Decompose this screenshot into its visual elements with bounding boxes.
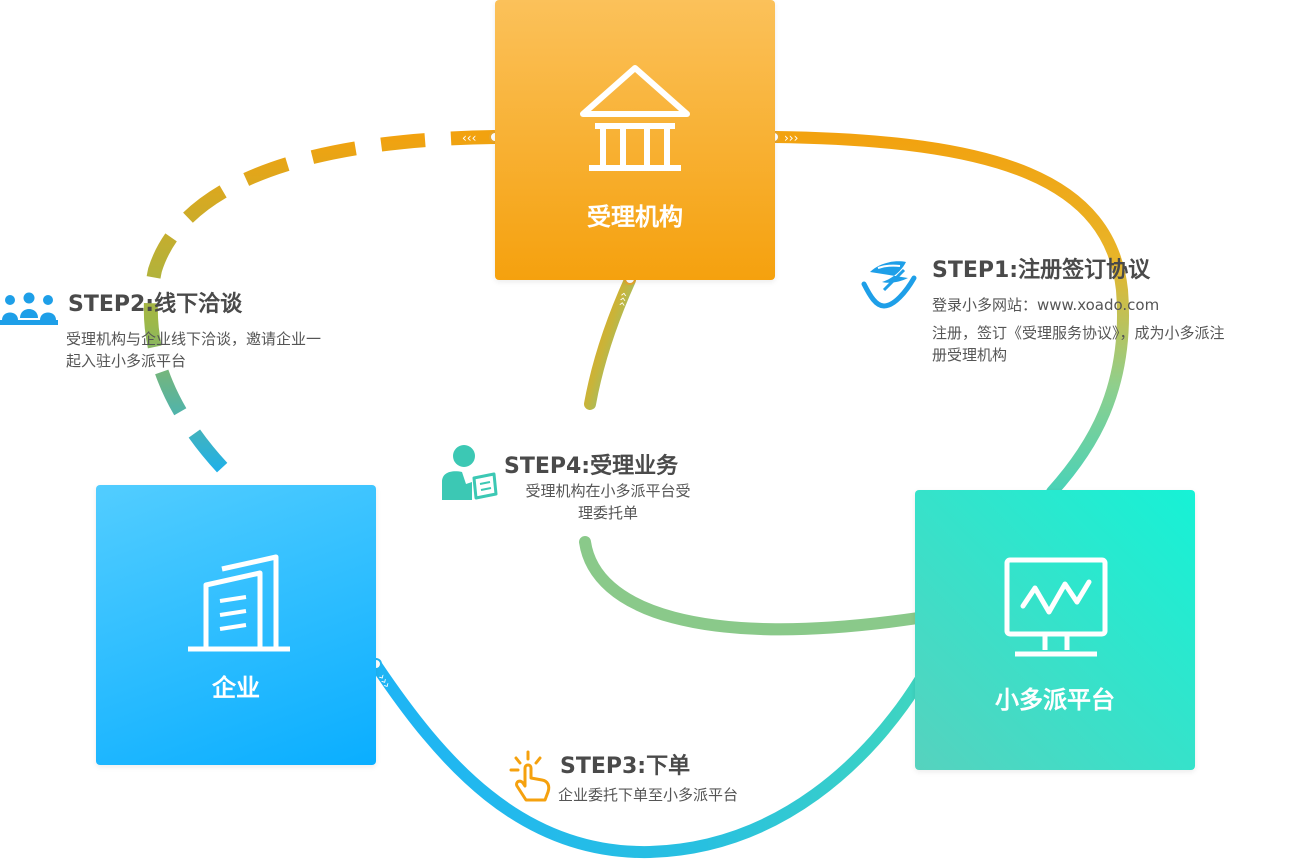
node-enterprise-label: 企业 — [212, 674, 260, 702]
step2-title: STEP2:线下洽谈 — [68, 292, 243, 317]
click-hand-icon — [509, 750, 551, 802]
step3-line: 企业委托下单至小多派平台 — [558, 786, 739, 804]
step1-title: STEP1:注册签订协议 — [932, 258, 1151, 283]
step3-title: STEP3:下单 — [560, 754, 691, 779]
connector-step3 — [370, 659, 926, 859]
chevron-down-icon: ››› — [375, 671, 394, 690]
meeting-people-icon — [0, 292, 58, 325]
building-icon — [580, 65, 690, 171]
step1-line: 注册，签订《受理服务协议》，成为小多派注 — [932, 324, 1225, 342]
node-institution: 受理机构 — [495, 0, 775, 280]
step2-line: 受理机构与企业线下洽谈，邀请企业一 — [66, 330, 322, 348]
node-enterprise: 企业 — [96, 485, 376, 765]
step4-title: STEP4:受理业务 — [504, 454, 679, 479]
connector-step1 — [769, 131, 1129, 498]
quill-signature-icon — [861, 261, 917, 309]
chevron-right-icon: ››› — [784, 131, 798, 145]
step1-line: 登录小多网站：www.xoado.com — [932, 296, 1160, 314]
chevron-left-icon: ‹‹‹ — [462, 131, 476, 145]
monitor-chart-icon — [1004, 557, 1108, 657]
office-buildings-icon — [188, 554, 290, 652]
chevron-down-icon: ‹‹‹ — [615, 291, 631, 308]
step4-line: 理委托单 — [577, 504, 638, 522]
person-document-icon — [442, 445, 498, 500]
step1-line: 册受理机构 — [932, 346, 1008, 364]
step4-line: 受理机构在小多派平台受 — [525, 482, 691, 500]
connector-step4-upper — [584, 274, 636, 410]
node-platform-label: 小多派平台 — [995, 686, 1115, 714]
node-platform: 小多派平台 — [915, 490, 1195, 770]
connector-step2 — [143, 130, 496, 483]
node-institution-label: 受理机构 — [587, 203, 683, 231]
connector-step4-lower — [579, 536, 924, 636]
step2-line: 起入驻小多派平台 — [66, 352, 187, 370]
